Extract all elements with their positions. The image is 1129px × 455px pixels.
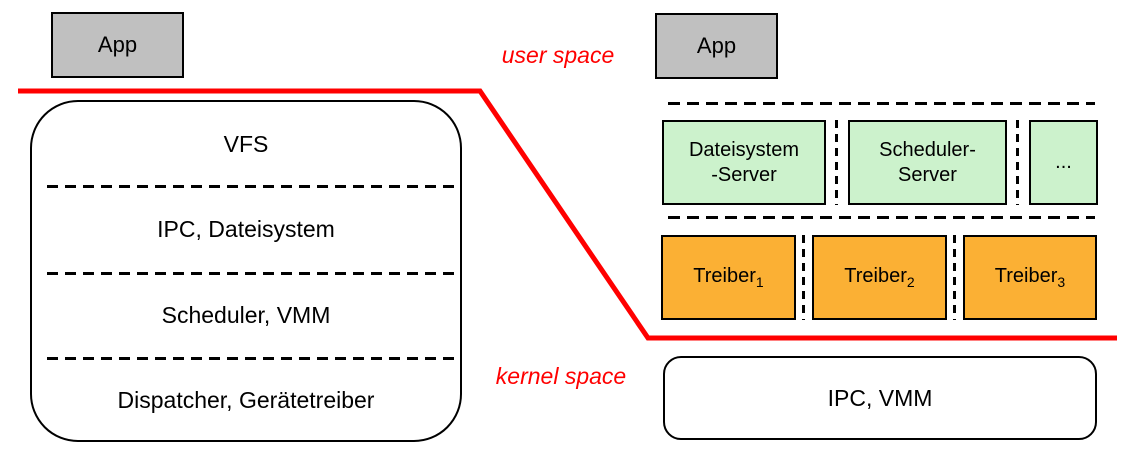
treiber2-label: Treiber2 <box>844 265 915 290</box>
layer-divider <box>47 357 457 360</box>
microkernel-kernel-box: IPC, VMM <box>663 356 1097 440</box>
layer-vfs: VFS <box>32 102 460 186</box>
microkernel-app-box: App <box>655 13 778 79</box>
scheduler-server-box: Scheduler- Server <box>848 120 1007 205</box>
scheduler-server-line2: Server <box>898 163 957 186</box>
layer-dispatcher: Dispatcher, Gerätetreiber <box>32 358 460 442</box>
server-separator <box>1016 120 1019 205</box>
kernel-space-label: kernel space <box>495 363 627 389</box>
server-row-bottom-divider <box>668 216 1095 219</box>
treiber3-label: Treiber3 <box>994 265 1066 290</box>
layer-scheduler-vmm-label: Scheduler, VMM <box>161 302 331 328</box>
treiber1-label: Treiber1 <box>693 265 764 290</box>
layer-vfs-label: VFS <box>223 130 269 157</box>
layer-ipc-dateisystem: IPC, Dateisystem <box>32 186 460 273</box>
treiber2-box: Treiber2 <box>812 235 947 320</box>
scheduler-server-line1: Scheduler- <box>879 138 976 161</box>
monolithic-kernel-box: VFS IPC, Dateisystem Scheduler, VMM Disp… <box>30 100 462 442</box>
monolithic-app-box: App <box>51 12 184 78</box>
dateisystem-server-line1: Dateisystem <box>688 138 800 161</box>
driver-separator <box>953 235 956 320</box>
dateisystem-server-line2: -Server <box>711 163 777 186</box>
layer-ipc-dateisystem-label: IPC, Dateisystem <box>157 216 335 242</box>
microkernel-kernel-label: IPC, VMM <box>827 384 933 411</box>
server-separator <box>835 120 838 205</box>
treiber1-box: Treiber1 <box>661 235 796 320</box>
more-servers-box: ... <box>1029 120 1098 205</box>
more-servers-label: ... <box>1055 151 1072 173</box>
treiber3-box: Treiber3 <box>963 235 1097 320</box>
driver-separator <box>802 235 805 320</box>
user-space-label: user space <box>501 42 615 68</box>
microkernel-app-label: App <box>696 33 737 58</box>
server-row-top-divider <box>668 102 1095 105</box>
layer-dispatcher-label: Dispatcher, Gerätetreiber <box>117 386 375 413</box>
dateisystem-server-box: Dateisystem -Server <box>662 120 826 205</box>
monolithic-app-label: App <box>97 32 138 57</box>
layer-scheduler-vmm: Scheduler, VMM <box>32 273 460 358</box>
